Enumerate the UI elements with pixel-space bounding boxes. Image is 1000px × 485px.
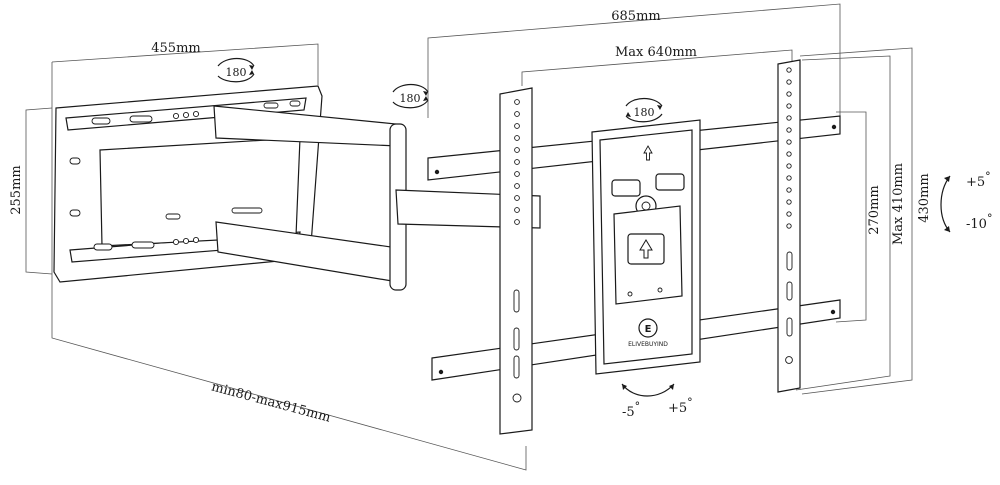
rotation-indicators: 180 180 180 +5° -10° -5° +5° [217, 57, 992, 420]
adjustment-hole [786, 175, 792, 181]
plate-width-label: 455mm [151, 41, 200, 56]
logo-mark: E [645, 324, 652, 335]
adjustment-hole [786, 127, 792, 133]
adjustment-hole [514, 183, 520, 189]
adjustment-hole [786, 79, 792, 85]
adjustment-hole [786, 151, 792, 157]
level-rotation: -5° +5° [621, 383, 693, 420]
adjustment-hole [786, 103, 792, 109]
rail-gap-guide [835, 111, 867, 323]
rail-length-guide [427, 3, 841, 118]
overall-height-guide [799, 47, 913, 395]
adjustment-hole [514, 219, 520, 225]
adjustment-hole [786, 91, 792, 97]
left-upright [499, 87, 533, 435]
extension-guide-plane [51, 62, 527, 471]
extension-label: min80-max915mm [210, 379, 332, 425]
adjustment-hole [514, 111, 520, 117]
max-width-label: Max 640mm [615, 45, 697, 60]
slot [91, 117, 111, 125]
tilt-lock-left [611, 179, 641, 197]
arm-swivel-label: 180 [400, 92, 421, 105]
up-arrow-icon [643, 145, 653, 161]
adjustment-hole [514, 147, 520, 153]
right-upright-holes [786, 67, 792, 229]
brand-logo: E ELIVEBUYIND [628, 318, 668, 348]
adjustment-hole [514, 99, 520, 105]
wall-plate-holes [69, 100, 301, 251]
arms [213, 105, 541, 291]
tilt-up-label: +5° [966, 170, 991, 190]
adjustment-hole [514, 135, 520, 141]
adjustment-hole [786, 163, 792, 169]
tilt-down-label: -10° [966, 212, 992, 232]
slot [129, 115, 153, 123]
adjustment-hole [786, 187, 792, 193]
tilt-head: E ELIVEBUYIND [591, 119, 701, 375]
head-swivel-rotation: 180 [625, 97, 663, 123]
adjustment-hole [514, 171, 520, 177]
tilt-lock-right [655, 173, 685, 191]
wall-swivel-label: 180 [226, 66, 247, 79]
plate-height-guide [25, 107, 53, 275]
wall-swivel-rotation: 180 [217, 57, 255, 83]
left-upright-holes [514, 99, 520, 225]
adjustment-hole [514, 123, 520, 129]
adjustment-hole [786, 67, 792, 73]
adjustment-hole [514, 195, 520, 201]
adjustment-hole [786, 115, 792, 121]
head-swivel-label: 180 [634, 106, 655, 119]
max-height-guide [795, 55, 891, 391]
max-width-guide [521, 49, 793, 86]
adjustment-hole [514, 159, 520, 165]
adjustment-hole [786, 211, 792, 217]
right-upright [777, 59, 801, 393]
up-arrow-icon [639, 239, 653, 259]
plate-width-guide [51, 43, 319, 85]
level-left-label: -5° [622, 400, 640, 420]
adjustment-hole [786, 139, 792, 145]
adjustment-hole [514, 207, 520, 213]
adjustment-hole [786, 223, 792, 229]
arm-swivel-rotation: 180 [392, 83, 429, 109]
guide-lines [25, 3, 913, 471]
left-upright-body [499, 87, 533, 435]
tilt-rotation: +5° -10° [940, 170, 992, 233]
logo-text: ELIVEBUYIND [628, 341, 668, 348]
level-right-label: +5° [668, 396, 693, 416]
adjustment-hole [786, 199, 792, 205]
rail-gap-label: 270mm [867, 185, 882, 234]
rail-length-label: 685mm [611, 9, 660, 24]
logo-badge [638, 318, 658, 338]
max-height-label: Max 410mm [891, 163, 906, 245]
plate-height-label: 255mm [9, 165, 24, 214]
overall-height-label: 430mm [917, 173, 932, 222]
